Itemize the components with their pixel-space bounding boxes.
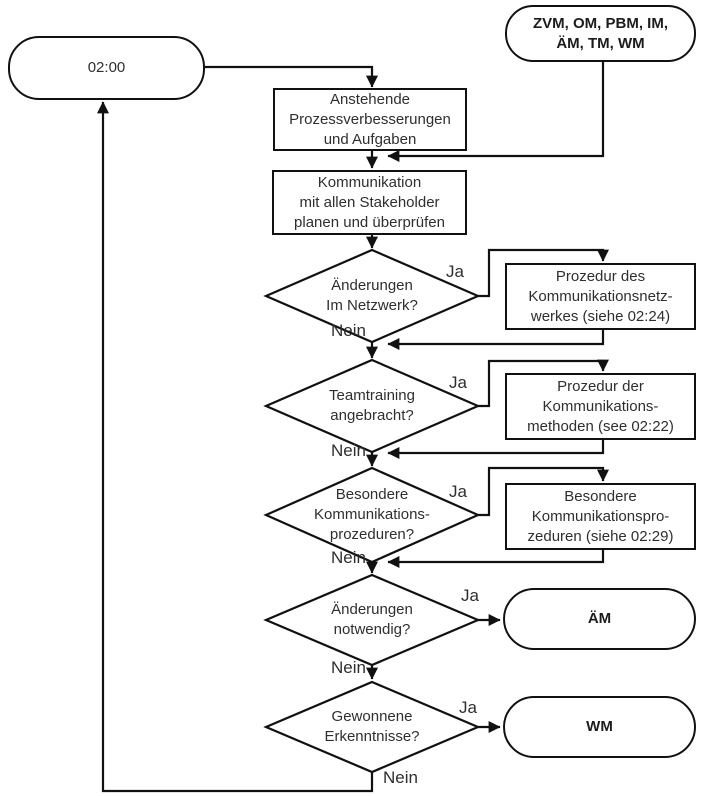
decision1-nein-label: Nein <box>331 321 366 340</box>
team-training-diamond <box>263 358 481 454</box>
start-terminator: 02:00 <box>8 36 205 100</box>
connector-decision2-ja-to-ref2 <box>478 359 609 408</box>
connector-inputs-to-mainline <box>387 62 605 162</box>
process-improvements-label: Anstehende Prozessverbesserungen und Auf… <box>289 90 451 148</box>
connector-decision1-ja-to-ref1 <box>478 248 609 298</box>
changes-needed-diamond <box>263 573 481 667</box>
connector-ref3-return <box>387 550 605 568</box>
decision3-ja-label: Ja <box>449 482 467 501</box>
am-label: ÄM <box>587 610 612 627</box>
communication-methods-box: Prozedur der Kommunikations- methoden (s… <box>505 373 696 440</box>
special-procedures-label: Besondere Kommunikationspro- zeduren (si… <box>527 487 674 545</box>
decision4-nein-label: Nein <box>331 658 366 677</box>
process-improvements-box: Anstehende Prozessverbesserungen und Auf… <box>273 88 467 151</box>
network-changes-diamond <box>263 248 481 344</box>
wm-terminator: WM <box>503 696 696 758</box>
communication-methods-label: Prozedur der Kommunikations- methoden (s… <box>527 377 674 435</box>
network-procedure-label: Prozedur des Kommunikationsnetz- werkes … <box>528 267 673 325</box>
am-terminator: ÄM <box>503 588 696 650</box>
start-label: 02:00 <box>87 59 126 76</box>
decision2-ja-label: Ja <box>449 373 467 392</box>
wm-label: WM <box>586 718 613 735</box>
decision1-ja-label: Ja <box>446 262 464 281</box>
connector-ref1-return <box>387 330 605 350</box>
communication-planning-box: Kommunikation mit allen Stakeholder plan… <box>272 170 467 235</box>
decision5-nein-label: Nein <box>383 768 418 787</box>
connector-start-to-process1 <box>205 65 378 88</box>
decision5-ja-label: Ja <box>459 698 477 717</box>
connector-decision5-nein-feedback-to-start <box>97 101 374 793</box>
inputs-label: ZVM, OM, PBM, IM, ÄM, TM, WM <box>533 14 668 52</box>
special-procedures-diamond <box>263 466 481 564</box>
inputs-terminator: ZVM, OM, PBM, IM, ÄM, TM, WM <box>505 5 696 62</box>
communication-planning-label: Kommunikation mit allen Stakeholder plan… <box>294 173 445 231</box>
decision4-ja-label: Ja <box>461 586 479 605</box>
special-procedures-box: Besondere Kommunikationspro- zeduren (si… <box>505 483 696 550</box>
connector-decision3-ja-to-ref3 <box>478 466 609 517</box>
decision3-nein-label: Nein <box>331 548 366 567</box>
decision2-nein-label: Nein <box>331 441 366 460</box>
lessons-learned-diamond <box>263 680 481 774</box>
connector-ref2-return <box>387 440 605 459</box>
network-procedure-box: Prozedur des Kommunikationsnetz- werkes … <box>505 263 696 330</box>
